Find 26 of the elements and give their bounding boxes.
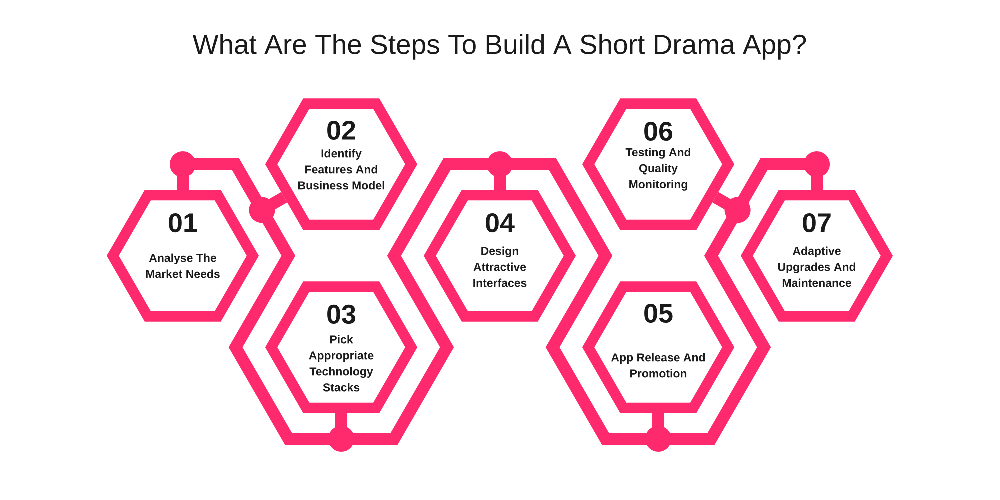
step-text: Pick Appropriate Technology Stacks <box>309 335 374 392</box>
connector-line <box>646 413 672 452</box>
connector-line <box>738 152 830 204</box>
step-text: Adaptive Upgrades And Maintenance <box>778 246 856 288</box>
connector-line <box>511 158 648 445</box>
step-number: 07 <box>803 213 831 233</box>
connector-line <box>670 216 772 445</box>
connector-line <box>352 158 489 445</box>
connector-line <box>328 413 354 452</box>
step-number: 05 <box>644 304 673 324</box>
step-text: Testing And Quality Monitoring <box>626 148 691 191</box>
connector-line <box>170 152 262 204</box>
step-text: Identify Features And Business Model <box>298 149 384 190</box>
step-number: 06 <box>644 122 673 142</box>
title: What Are The Steps To Build A Short Drama App? <box>192 34 806 60</box>
connector-line <box>712 192 751 224</box>
connector-line <box>487 152 513 190</box>
connector-line <box>249 192 288 224</box>
step-number: 01 <box>169 213 198 233</box>
step-text: Analyse The Market Needs <box>146 254 220 278</box>
step-text: App Release And Promotion <box>612 353 706 378</box>
step-text: Design Attractive Interfaces <box>474 246 527 288</box>
connector-line <box>228 216 330 445</box>
step-number: 04 <box>486 213 515 233</box>
step-number: 02 <box>328 120 356 140</box>
step-number: 03 <box>328 304 356 324</box>
